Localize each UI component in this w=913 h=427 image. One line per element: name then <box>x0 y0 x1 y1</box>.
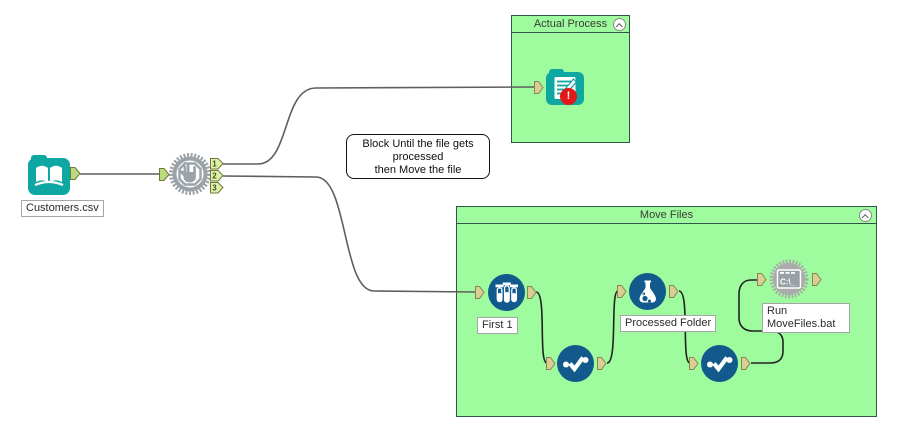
svg-text:2: 2 <box>212 172 217 181</box>
tool-annotation-formula[interactable]: Processed Folder <box>620 315 717 332</box>
collapse-button[interactable] <box>859 209 872 222</box>
input-anchor[interactable] <box>689 357 699 370</box>
tool-select-2[interactable] <box>701 345 738 382</box>
chevron-up-icon <box>862 213 869 221</box>
output-anchor[interactable] <box>812 273 822 286</box>
select-icon <box>557 345 594 382</box>
tool-run-command[interactable]: C:\_ <box>768 258 810 300</box>
sample-icon <box>488 274 525 311</box>
output-anchor[interactable] <box>741 357 751 370</box>
block-until-done-icon <box>169 153 400 195</box>
input-data-icon <box>28 155 70 195</box>
container-move-files-header[interactable]: Move Files <box>457 207 876 224</box>
input-anchor[interactable] <box>617 285 627 298</box>
tool-formula[interactable] <box>629 273 666 310</box>
error-badge: ! <box>560 88 577 105</box>
output-anchor[interactable] <box>70 167 81 180</box>
tool-input-data[interactable] <box>28 153 70 195</box>
tool-annotation-run-command[interactable]: Run MoveFiles.bat <box>762 303 850 333</box>
input-anchor[interactable] <box>546 357 556 370</box>
connection-block2-to-sample[interactable] <box>222 175 477 293</box>
output-anchor[interactable] <box>669 285 679 298</box>
tool-sample[interactable] <box>488 274 525 311</box>
output-anchor-1[interactable]: 1 <box>210 158 224 170</box>
output-anchor[interactable] <box>597 357 607 370</box>
container-actual-process-header[interactable]: Actual Process <box>512 16 629 33</box>
output-anchor[interactable] <box>527 286 537 299</box>
svg-text:3: 3 <box>212 184 217 193</box>
select-icon <box>701 345 738 382</box>
input-anchor[interactable] <box>534 81 544 94</box>
output-anchor-2[interactable]: 2 <box>210 170 224 182</box>
tool-annotation-sample[interactable]: First 1 <box>477 317 518 334</box>
input-anchor[interactable] <box>475 286 485 299</box>
formula-icon <box>629 273 666 310</box>
comment-box[interactable]: Block Until the file gets processed then… <box>346 134 490 179</box>
chevron-up-icon <box>616 22 623 30</box>
tool-annotation-customers[interactable]: Customers.csv <box>21 200 104 217</box>
container-actual-process-title: Actual Process <box>533 18 608 30</box>
svg-text:1: 1 <box>212 160 217 169</box>
svg-text:C:\_: C:\_ <box>780 278 796 287</box>
run-command-icon: C:\_ <box>769 259 809 299</box>
input-anchor[interactable] <box>159 168 170 181</box>
collapse-button[interactable] <box>613 18 626 31</box>
input-anchor[interactable] <box>757 273 767 286</box>
tool-select-1[interactable] <box>557 345 594 382</box>
output-anchor-3[interactable]: 3 <box>210 182 224 194</box>
tool-block-until-done[interactable] <box>167 151 400 197</box>
container-move-files-title: Move Files <box>639 209 694 221</box>
